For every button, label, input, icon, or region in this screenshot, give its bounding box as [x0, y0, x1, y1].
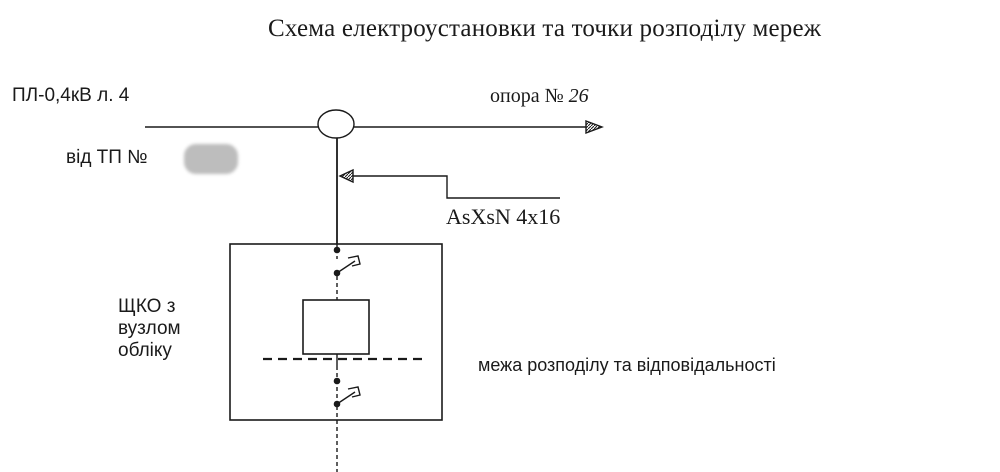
support-number: 26	[568, 85, 589, 107]
upper-breaker-blade	[336, 260, 356, 274]
cable-pointer-arrow	[338, 168, 354, 184]
lower-breaker-blade	[336, 391, 356, 405]
power-line-label: ПЛ-0,4кВ л. 4	[12, 85, 130, 106]
cable-pointer-line	[352, 175, 560, 199]
metering-cabinet-label: ЩКО з вузлом обліку	[118, 296, 228, 362]
lower-breaker-mark	[347, 386, 361, 398]
electricity-meter	[302, 299, 370, 355]
upper-breaker-mark	[347, 255, 361, 267]
upper-contact-top	[333, 246, 341, 254]
substation-label: від ТП №	[66, 147, 148, 168]
responsibility-boundary-label: межа розподілу та відповідальності	[478, 355, 776, 375]
cabinet-label-line-3: обліку	[118, 340, 172, 361]
line-direction-arrow	[585, 119, 604, 135]
cable-type-label: AsXsN 4x16	[446, 204, 561, 229]
pole-symbol	[317, 109, 355, 139]
metering-cabinet	[229, 243, 443, 421]
support-label: опора № 26	[490, 86, 589, 106]
cabinet-label-line-1: ЩКО з	[118, 296, 176, 317]
redacted-substation-number	[184, 144, 238, 174]
cabinet-label-line-2: вузлом	[118, 318, 181, 339]
diagram-title: Схема електроустановки та точки розподіл…	[268, 15, 822, 42]
support-prefix: опора №	[490, 85, 564, 107]
